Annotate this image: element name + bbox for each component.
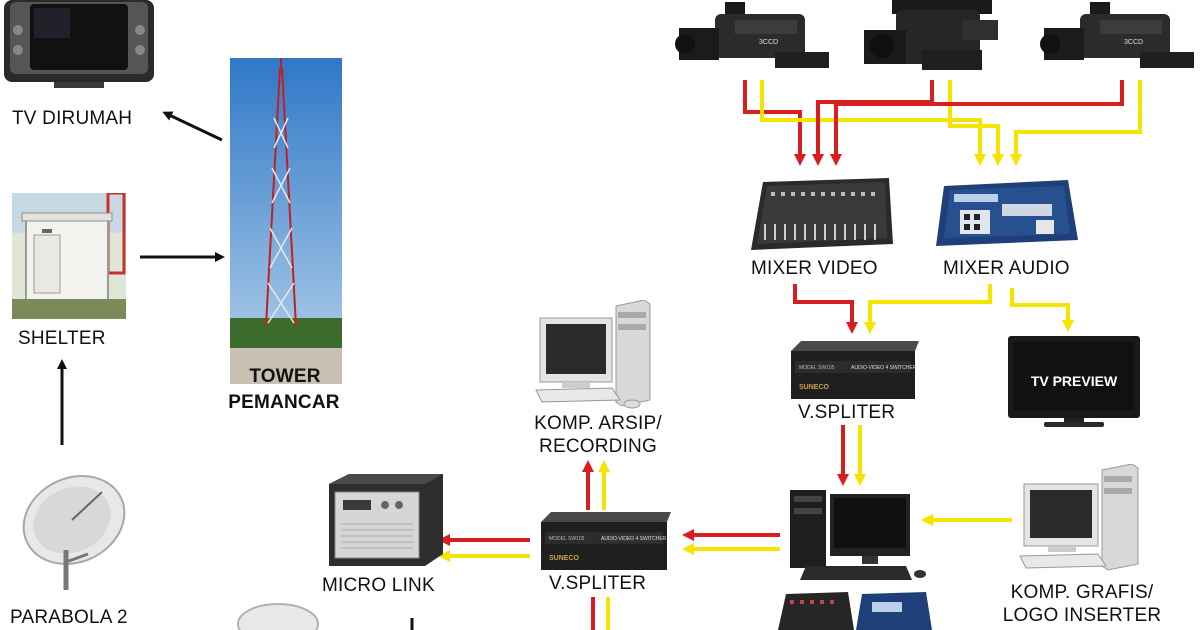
komp-arsip-image <box>535 300 651 409</box>
camera-3-badge: 3CCD <box>1124 39 1143 46</box>
tower-label-line1: TOWER <box>249 366 321 387</box>
vspliter-bottom-image: SUNECO AUDIO-VIDEO 4 SWITCHER MODEL SW10… <box>541 512 671 570</box>
tower-label-line2: PEMANCAR <box>228 392 340 413</box>
mixer-audio-image <box>936 180 1078 246</box>
camera-1-badge: 3CCD <box>759 39 778 46</box>
vspliter-to-microlink-wires <box>438 534 530 562</box>
control-computer-image <box>778 490 932 630</box>
computer-to-vspliter-wires <box>682 529 780 555</box>
vspliter-to-computer-wires <box>837 425 866 486</box>
komp-arsip-label-line1: KOMP. ARSIP/ <box>534 413 662 434</box>
camera-to-mixer-wires <box>743 80 1142 166</box>
tower-image <box>230 58 342 384</box>
mixer-video-label: MIXER VIDEO <box>751 258 878 279</box>
tv-speaker-icon <box>13 25 23 35</box>
vspliter-top-brand: SUNECO <box>799 384 830 391</box>
tv-dirumah-label: TV DIRUMAH <box>12 108 133 129</box>
micro-link-knob-icon <box>381 501 389 509</box>
komp-grafis-label-line1: KOMP. GRAFIS/ <box>1010 582 1154 603</box>
vspliter-to-recording-wires <box>582 460 610 510</box>
komp-arsip-label-line2: RECORDING <box>539 436 657 457</box>
shelter-image <box>12 193 126 319</box>
komp-grafis-image <box>1019 464 1139 571</box>
parabola-second-image <box>237 603 319 630</box>
shelter-label: SHELTER <box>18 328 106 349</box>
vspliter-top-model: AUDIO-VIDEO 4 SWITCHER <box>851 365 917 371</box>
tv-preview-screen-text: TV PREVIEW <box>1031 373 1118 389</box>
vspliter-bottom-label: V.SPLITER <box>549 573 647 594</box>
vspliter-bottom-tag: MODEL SW105 <box>549 536 585 542</box>
vspliter-bottom-model: AUDIO-VIDEO 4 SWITCHER <box>601 536 667 542</box>
arrow-tower-to-tv <box>162 111 223 142</box>
micro-link-image <box>329 474 443 566</box>
vspliter-top-tag: MODEL SW105 <box>799 365 835 371</box>
camera-2-image <box>864 0 998 70</box>
tv-preview-image: TV PREVIEW <box>1008 336 1140 427</box>
camera-1-image: 3CCD <box>675 2 829 68</box>
parabola-label: PARABOLA 2 <box>10 607 128 628</box>
parabola-image <box>22 475 126 590</box>
vspliter-top-image: SUNECO AUDIO-VIDEO 4 SWITCHER MODEL SW10… <box>791 341 919 399</box>
komp-grafis-label-line2: LOGO INSERTER <box>1002 605 1162 626</box>
micro-link-label: MICRO LINK <box>322 575 435 596</box>
mixer-audio-label: MIXER AUDIO <box>943 258 1070 279</box>
mixer-output-wires <box>793 284 1074 334</box>
mixer-video-image <box>751 178 893 250</box>
vspliter-bottom-brand: SUNECO <box>549 555 580 562</box>
bottom-exit-wires <box>591 597 610 630</box>
camera-3-image: 3CCD <box>1040 2 1194 68</box>
vspliter-top-label: V.SPLITER <box>798 402 896 423</box>
tv-dirumah-image <box>4 0 154 88</box>
